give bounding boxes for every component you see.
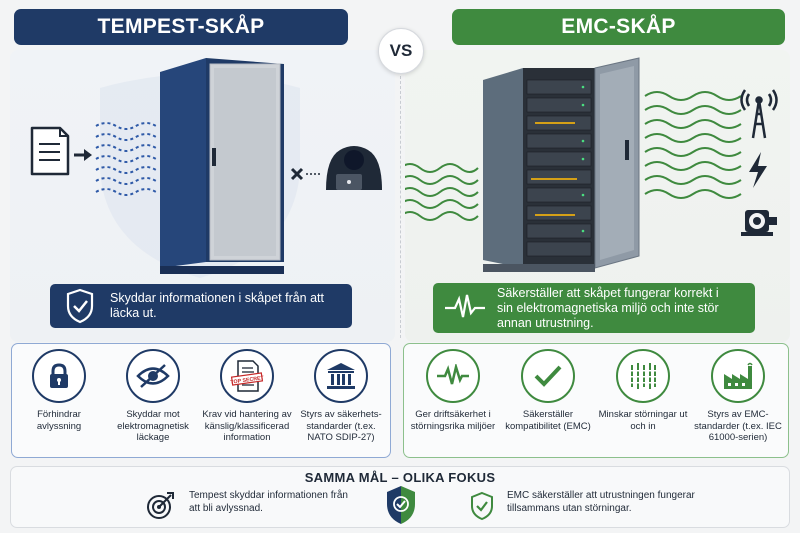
tempest-feature-label: Krav vid hantering av känslig/klassifice…	[202, 409, 292, 443]
emc-feature-label: Minskar störningar ut och in	[598, 409, 688, 432]
checkmark-icon	[521, 349, 575, 403]
tempest-header: TEMPEST-SKÅP	[14, 9, 348, 45]
pulse-wave-icon	[445, 294, 485, 318]
blocked-x-icon	[290, 167, 304, 181]
tempest-summary-text: Tempest skyddar informationen från att b…	[189, 490, 348, 514]
tempest-cabinet	[160, 58, 284, 274]
emc-summary-text: EMC säkerställer att utrustningen funger…	[507, 490, 695, 514]
target-icon	[147, 492, 174, 519]
emc-feature-label: Ger driftsäkerhet i störningsrika miljöe…	[410, 409, 496, 432]
eye-slash-icon	[126, 349, 180, 403]
shield-check-icon	[66, 288, 94, 324]
tempest-feature-label: Skyddar mot elektromagnetisk läckage	[117, 409, 189, 443]
dual-shield-icon	[387, 486, 415, 524]
summary-footer: SAMMA MÅL – OLIKA FOKUS Tempest skyddar …	[10, 466, 790, 528]
government-building-icon	[314, 349, 368, 403]
shield-check-icon	[471, 491, 493, 521]
filter-bars-icon	[616, 349, 670, 403]
tempest-feature-3: TOP SECRET Krav vid hantering av känslig…	[200, 344, 294, 444]
factory-icon	[711, 349, 765, 403]
summary-title: SAMMA MÅL – OLIKA FOKUS	[304, 470, 496, 485]
tempest-feature-label: Styrs av säkerhets-standarder (t.ex. NAT…	[300, 409, 382, 443]
emc-banner-text: Säkerställer att skåpet fungerar korrekt…	[497, 285, 719, 330]
emc-cabinet-illustration	[405, 57, 778, 272]
tempest-feature-4: Styrs av säkerhets-standarder (t.ex. NAT…	[294, 344, 388, 444]
emc-waves-right	[644, 91, 742, 199]
emc-feature-list: Ger driftsäkerhet i störningsrika miljöe…	[403, 343, 789, 458]
padlock-icon	[32, 349, 86, 403]
antenna-tower-icon	[740, 89, 778, 139]
tempest-feature-1: Förhindrar avlyssning	[12, 344, 106, 432]
center-divider	[400, 76, 401, 338]
emc-feature-4: Styrs av EMC-standarder (t.ex. IEC 61000…	[691, 344, 785, 444]
lightning-bolt-icon	[749, 152, 767, 188]
emc-feature-2: Säkerställer kompatibilitet (EMC)	[501, 344, 595, 432]
document-icon	[30, 126, 70, 176]
tempest-feature-2: Skyddar mot elektromagnetisk läckage	[106, 344, 200, 444]
top-secret-document-icon: TOP SECRET	[220, 349, 274, 403]
emc-feature-label: Styrs av EMC-standarder (t.ex. IEC 61000…	[694, 409, 782, 443]
emc-header: EMC-SKÅP	[452, 9, 785, 45]
electric-motor-icon	[741, 210, 777, 236]
emc-waves-left	[405, 163, 479, 221]
tempest-cabinet-illustration	[30, 58, 382, 278]
arrow-right-icon	[74, 149, 92, 161]
emc-feature-label: Säkerställer kompatibilitet (EMC)	[505, 409, 591, 432]
emc-feature-3: Minskar störningar ut och in	[596, 344, 690, 432]
tempest-summary-banner: Skyddar informationen i skåpet från att …	[50, 284, 352, 328]
hacker-icon	[326, 146, 382, 190]
leak-waves	[95, 122, 157, 196]
top-secret-stamp: TOP SECRET	[230, 375, 265, 386]
emc-feature-1: Ger driftsäkerhet i störningsrika miljöe…	[406, 344, 500, 432]
tempest-feature-label: Förhindrar avlyssning	[36, 409, 82, 432]
tempest-feature-list: Förhindrar avlyssning Skyddar mot elektr…	[11, 343, 391, 458]
pulse-wave-icon	[426, 349, 480, 403]
tempest-banner-text: Skyddar informationen i skåpet från att …	[110, 291, 325, 320]
vs-badge: VS	[378, 28, 424, 74]
emc-summary-banner: Säkerställer att skåpet fungerar korrekt…	[433, 283, 755, 333]
emc-cabinet	[483, 57, 640, 272]
